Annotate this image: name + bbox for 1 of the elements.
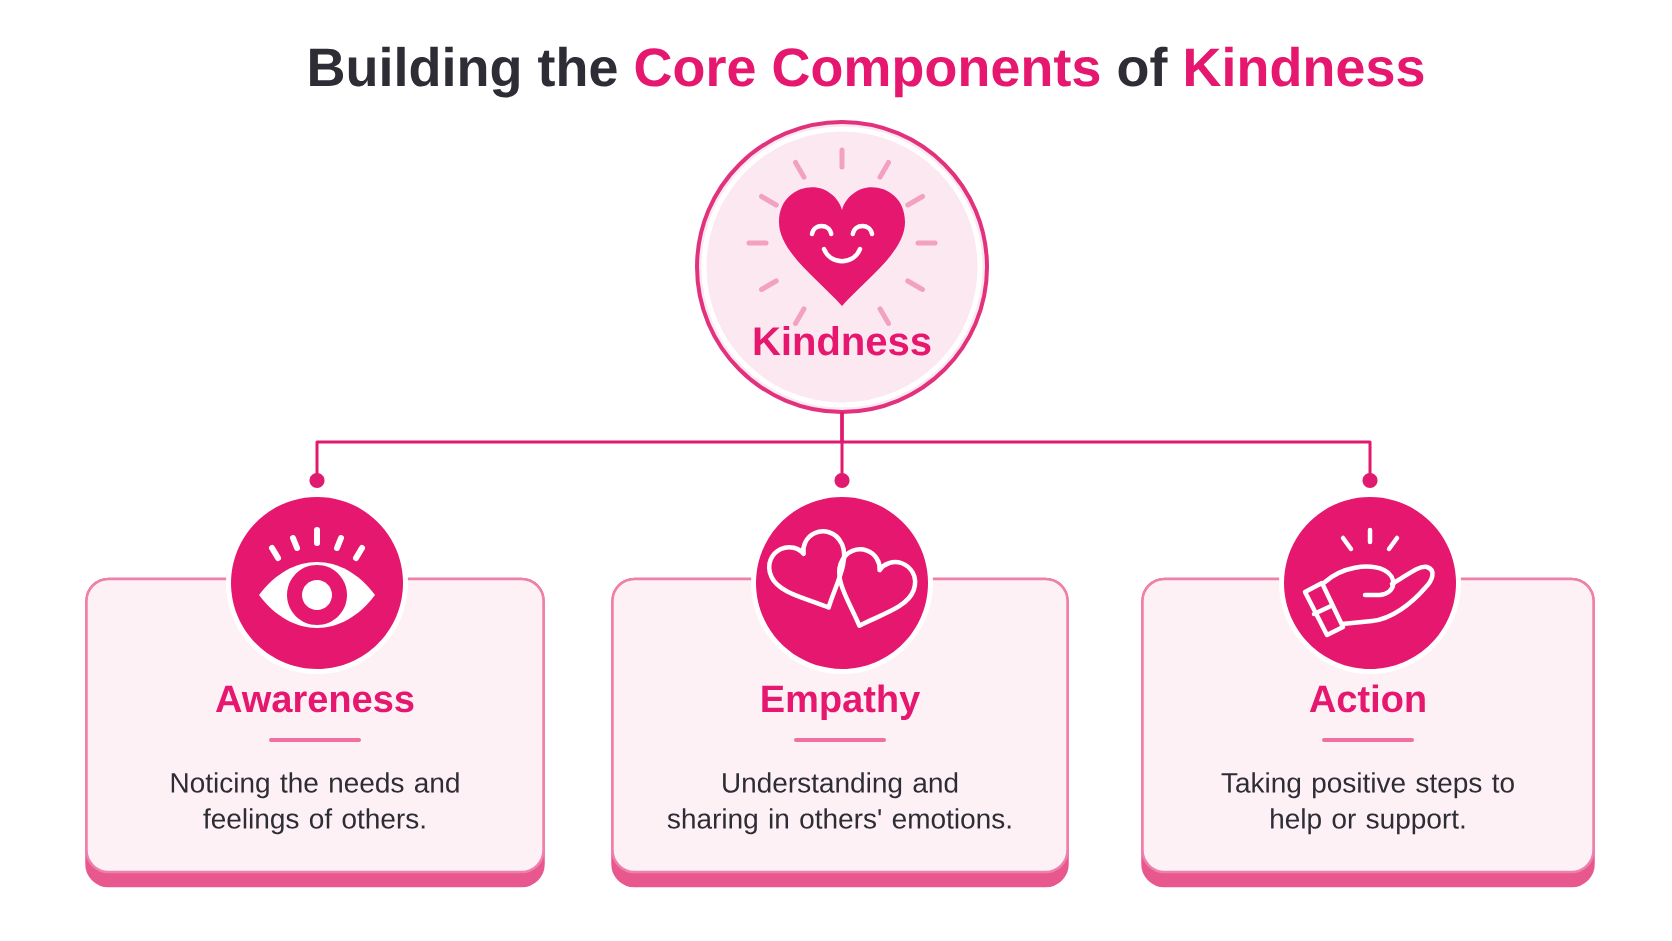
- title: Building the Core Components of Kindness: [310, 46, 1424, 98]
